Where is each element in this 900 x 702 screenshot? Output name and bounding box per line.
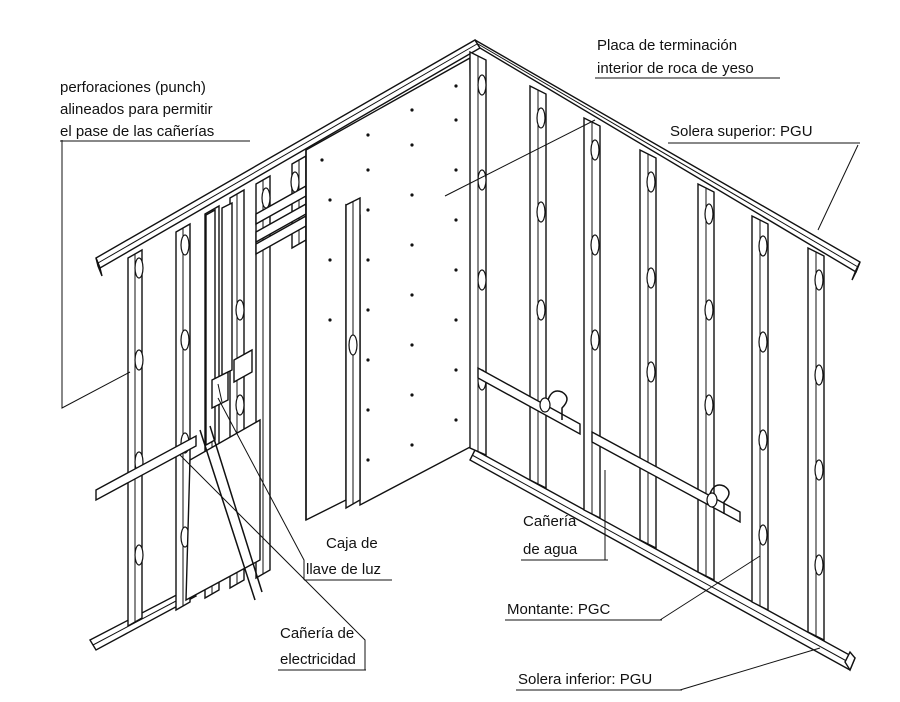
bottom-track-right [469,449,856,672]
label-water-pipe: Cañería de agua [521,513,608,561]
label-punch-holes-line-2: alineados para permitir [60,101,213,118]
label-stud-text: Montante: PGC [507,601,611,618]
label-stud: Montante: PGC [505,601,662,621]
label-electric-pipe-line-2: electricidad [280,651,356,668]
label-top-track: Solera superior: PGU [668,123,860,144]
label-gypsum-board-line-1: Placa de terminación [597,37,737,54]
leader-lines [61,119,859,691]
left-wall-punch-holes [134,171,300,566]
label-water-pipe-line-1: Cañería [523,513,577,530]
water-pipes [477,366,741,524]
label-top-track-text: Solera superior: PGU [670,123,813,140]
label-electric-pipe: Cañería de electricidad [278,625,366,671]
label-gypsum-board: Placa de terminación interior de roca de… [595,37,780,79]
label-punch-holes-line-1: perforaciones (punch) [60,79,206,96]
label-switch-box: Caja de llave de luz [304,535,392,581]
left-sheathing-panel [185,418,261,602]
label-bottom-track: Solera inferior: PGU [516,671,682,691]
label-water-pipe-line-2: de agua [523,541,578,558]
label-punch-holes: perforaciones (punch) alineados para per… [60,79,250,142]
right-wall-punch-holes [477,74,824,576]
label-punch-holes-line-3: el pase de las cañerías [60,123,214,140]
label-gypsum-board-line-2: interior de roca de yeso [597,60,754,77]
label-switch-box-line-2: llave de luz [306,561,381,578]
right-wall-studs [469,50,825,642]
label-switch-box-line-1: Caja de [326,535,378,552]
electric-conduit [95,201,263,601]
top-track-right [474,39,861,281]
label-bottom-track-text: Solera inferior: PGU [518,671,652,688]
gypsum-board-screws [320,84,458,462]
label-electric-pipe-line-1: Cañería de [280,625,354,642]
